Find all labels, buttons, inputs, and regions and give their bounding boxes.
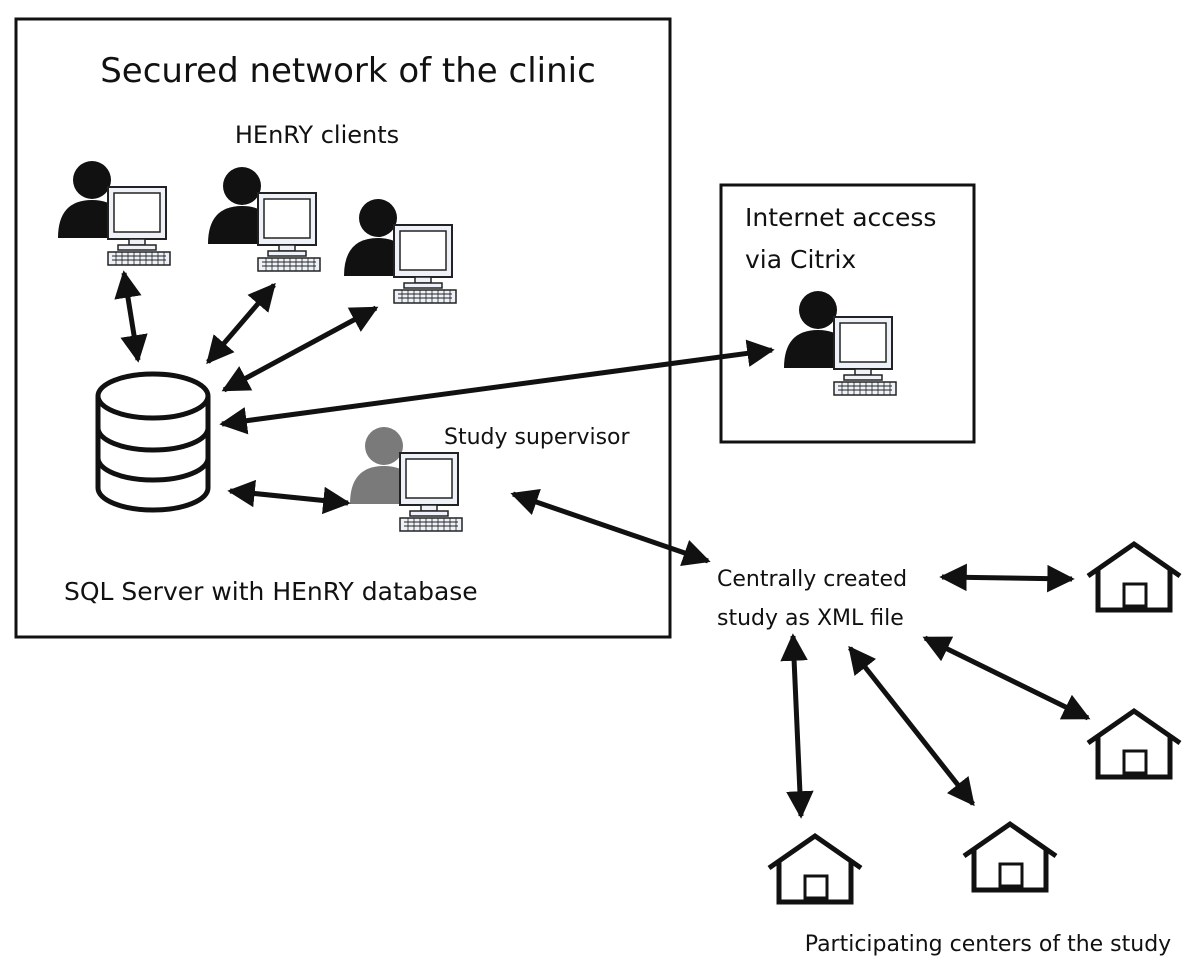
client-computer-icon-3 <box>343 198 457 304</box>
arrow-client1-database <box>114 270 148 363</box>
citrix-user-computer-icon <box>783 290 897 396</box>
clinic-network-box <box>14 17 672 639</box>
database-icon <box>95 371 211 513</box>
xml-label-line2: study as XML file <box>717 606 904 631</box>
arrow-xml-center3 <box>848 645 975 807</box>
arrow-xml-center1 <box>939 563 1075 593</box>
citrix-label-line2: via Citrix <box>745 245 856 274</box>
connection-arrows <box>114 270 1091 819</box>
xml-label-line1: Centrally created <box>717 567 907 592</box>
centers-label: Participating centers of the study <box>805 932 1171 957</box>
database-label: SQL Server with HEnRY database <box>64 577 478 606</box>
center-house-icon-4 <box>769 836 861 902</box>
center-house-icon-2 <box>1088 711 1180 777</box>
center-house-icon-1 <box>1088 544 1180 610</box>
arrow-client2-database <box>206 282 276 365</box>
clients-label: HEnRY clients <box>235 121 399 149</box>
client-computer-icon-2 <box>207 166 321 272</box>
supervisor-label: Study supervisor <box>444 425 631 450</box>
arrow-database-supervisor <box>227 479 351 515</box>
center-house-icon-3 <box>964 824 1056 890</box>
citrix-label-line1: Internet access <box>745 203 936 232</box>
citrix-box <box>719 183 976 444</box>
arrow-supervisor-xml <box>510 489 711 566</box>
clinic-title: Secured network of the clinic <box>100 51 596 91</box>
client-computer-icon-1 <box>57 160 171 266</box>
arrow-xml-center4 <box>780 633 814 819</box>
arrow-xml-center2 <box>922 635 1091 721</box>
arrow-citrix-database <box>219 339 775 435</box>
